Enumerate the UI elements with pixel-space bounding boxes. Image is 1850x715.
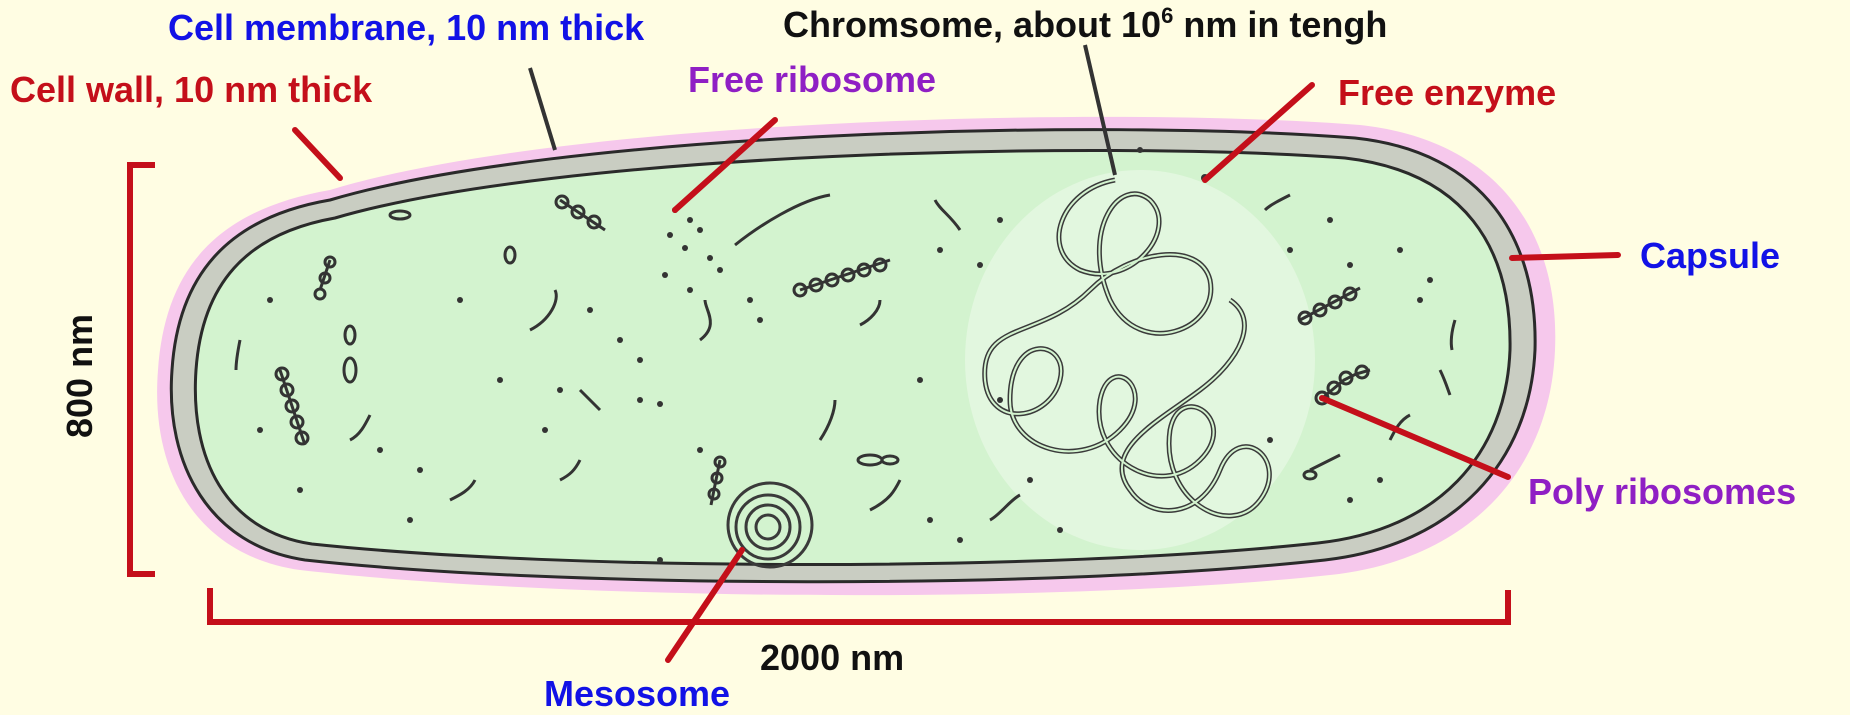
height-dimension-label: 800 nm — [62, 314, 98, 438]
chromosome-label-main: Chromsome, about 10 — [783, 4, 1161, 45]
leader-cell-wall — [295, 130, 340, 178]
leader-capsule — [1512, 255, 1618, 258]
height-bracket — [130, 165, 155, 574]
width-dimension-label: 2000 nm — [760, 640, 904, 676]
free-ribosome-label: Free ribosome — [688, 62, 936, 98]
cell-wall-label: Cell wall, 10 nm thick — [10, 72, 372, 108]
chromosome-label: Chromsome, about 106 nm in tengh — [783, 5, 1387, 43]
mesosome-label: Mesosome — [544, 676, 730, 712]
capsule-label: Capsule — [1640, 238, 1780, 274]
cell-membrane-label: Cell membrane, 10 nm thick — [168, 10, 644, 46]
chromosome-label-tail: nm in tengh — [1173, 4, 1387, 45]
chromosome-label-exponent: 6 — [1161, 3, 1173, 28]
leader-cell-membrane — [530, 68, 555, 150]
free-enzyme-label: Free enzyme — [1338, 75, 1556, 111]
poly-ribosomes-label: Poly ribosomes — [1528, 474, 1796, 510]
